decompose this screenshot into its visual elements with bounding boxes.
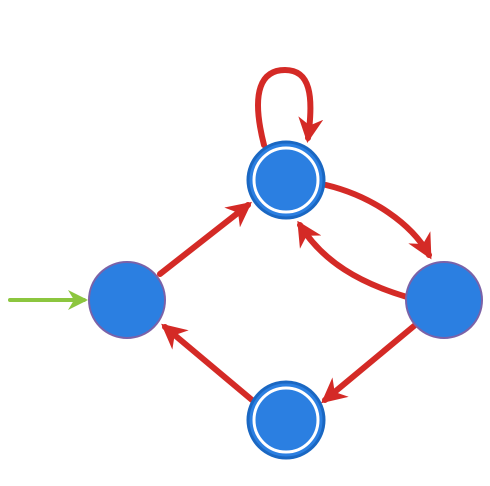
transition-top-to-top [255,66,324,148]
transition-right-to-top [297,220,410,300]
transition-bottom-to-left [161,323,255,403]
state-right[interactable] [405,261,483,339]
transitions-layer [8,66,432,404]
state-bottom-accepting[interactable] [246,380,326,460]
transition-right-to-bottom [321,323,417,404]
transition-left-to-top [157,201,252,277]
transition-top-to-right [323,182,432,260]
state-left[interactable] [88,261,166,339]
state-circle [405,261,483,339]
accept-ring [252,386,320,454]
accept-ring [252,146,320,214]
state-top-accepting[interactable] [246,140,326,220]
state-circle [88,261,166,339]
states-layer [88,140,483,460]
